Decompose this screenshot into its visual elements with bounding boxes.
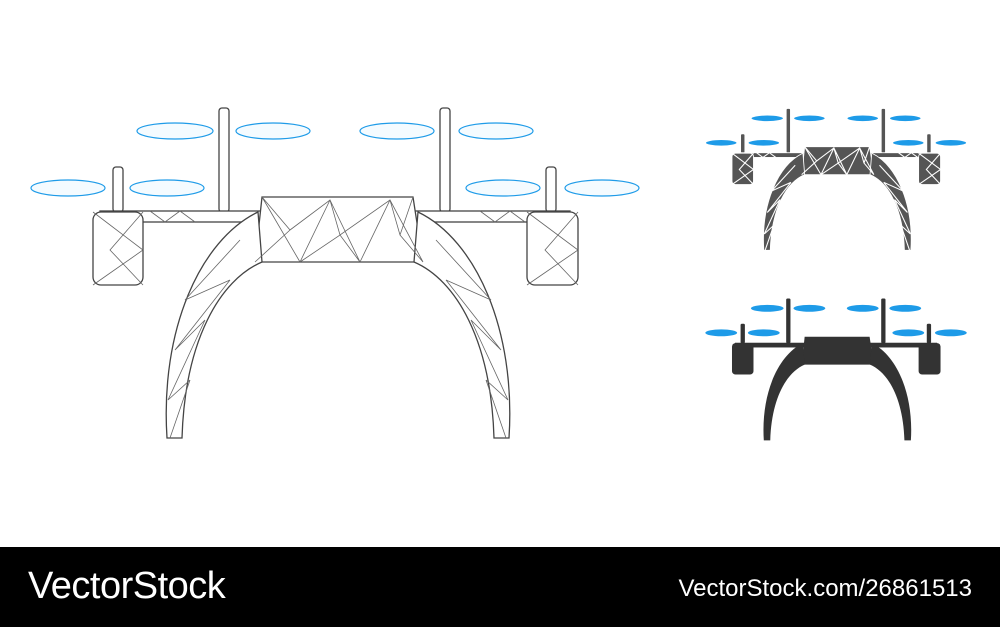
drone-mosaic-small [704,108,968,251]
drone-mesh-large [30,107,640,439]
brand-logo-text: VectorStock [28,565,226,607]
image-url: VectorStock.com/26861513 [678,575,972,602]
drone-solid-small [705,298,967,441]
illustration [30,107,968,441]
footer-bar: VectorStock VectorStock.com/26861513 [0,547,1000,627]
